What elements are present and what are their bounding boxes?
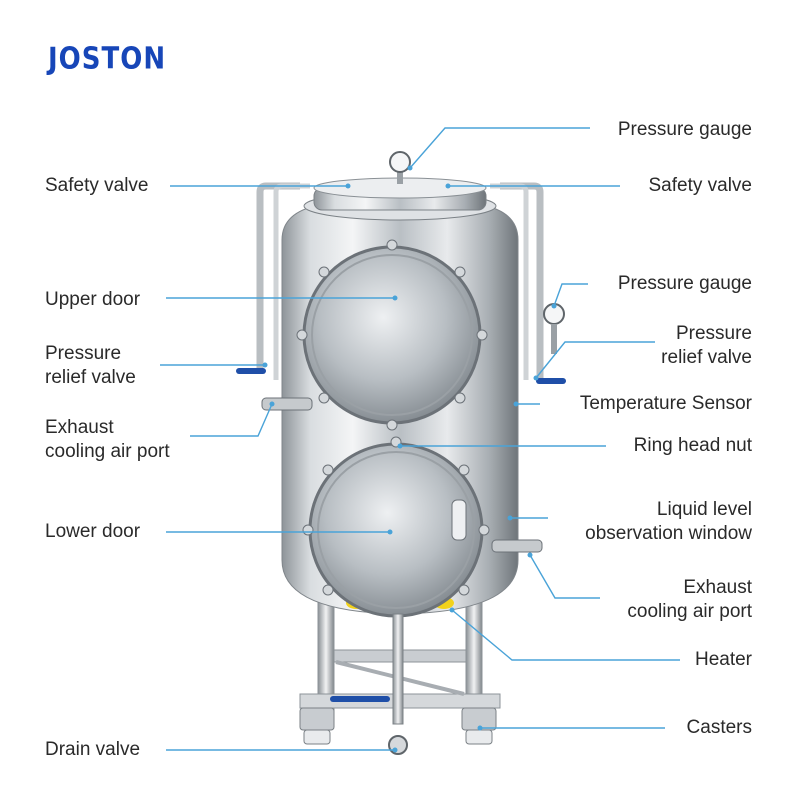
label-line: cooling air port [45, 441, 170, 462]
casters [299, 707, 497, 745]
label-pressure-gauge-top: Pressure gauge [617, 119, 752, 140]
label-lower-door: Lower door [45, 521, 141, 542]
label-upper-door: Upper door [45, 289, 141, 310]
label-pressure-gauge-side: Pressure gauge [617, 273, 752, 294]
label-line: observation window [585, 523, 752, 544]
label-heater: Heater [694, 649, 752, 670]
label-liquid-level-observation-window: Liquid level observation window [585, 498, 752, 546]
label-temperature-sensor: Temperature Sensor [579, 393, 752, 414]
label-line: relief valve [661, 347, 752, 368]
label-pressure-relief-valve-right: Pressure relief valve [661, 322, 752, 370]
leader-lines [160, 127, 680, 751]
label-line: Pressure [675, 323, 752, 344]
label-safety-valve-right: Safety valve [648, 175, 753, 196]
label-exhaust-cooling-air-port-right: Exhaust cooling air port [627, 576, 752, 624]
label-line: cooling air port [627, 601, 752, 622]
brand-logo: JOSTON [48, 42, 167, 77]
label-drain-valve: Drain valve [45, 739, 141, 760]
label-line: Pressure [45, 343, 122, 364]
pressure-gauge-top [389, 151, 411, 184]
label-pressure-relief-valve-left: Pressure relief valve [45, 342, 136, 390]
upper-door [302, 245, 482, 425]
label-exhaust-cooling-air-port-left: Exhaust cooling air port [45, 416, 170, 464]
label-line: relief valve [45, 367, 136, 388]
label-casters: Casters [686, 717, 752, 738]
label-line: Exhaust [45, 417, 114, 438]
label-safety-valve-left: Safety valve [45, 175, 149, 196]
label-line: Liquid level [656, 499, 752, 520]
label-line: Exhaust [683, 577, 752, 598]
lower-door [308, 442, 484, 618]
valves [236, 368, 566, 755]
label-ring-head-nut: Ring head nut [633, 435, 752, 456]
leader-dots [262, 165, 557, 753]
